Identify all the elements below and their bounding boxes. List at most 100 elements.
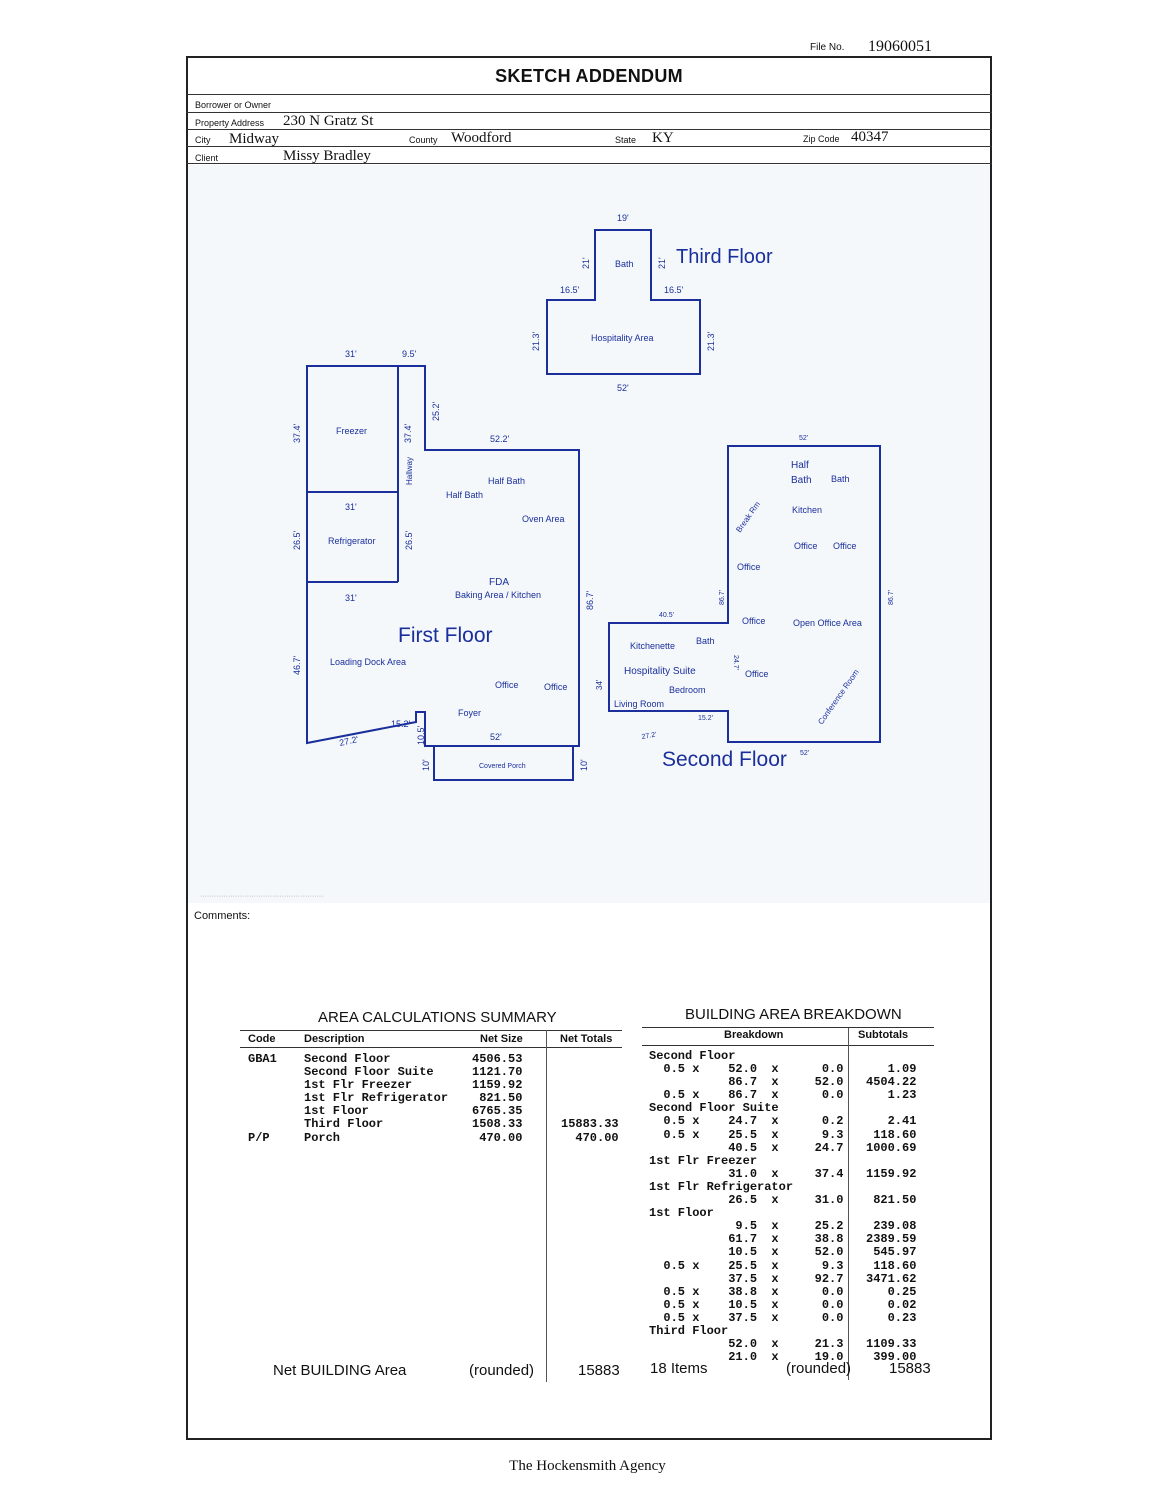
svg-text:Baking Area / Kitchen: Baking Area / Kitchen <box>455 590 541 600</box>
property-address-value: 230 N Gratz St <box>283 113 374 129</box>
divider <box>186 163 992 164</box>
svg-text:Bath: Bath <box>615 259 634 269</box>
col-subtotals-header: Subtotals <box>858 1029 909 1041</box>
svg-text:Oven Area: Oven Area <box>522 514 565 524</box>
svg-text:Office: Office <box>737 562 760 572</box>
divider <box>240 1047 622 1048</box>
svg-text:Covered Porch: Covered Porch <box>479 763 526 770</box>
svg-text:Office: Office <box>745 669 768 679</box>
svg-text:86.7': 86.7' <box>585 590 595 610</box>
svg-text:Open Office Area: Open Office Area <box>793 618 862 628</box>
svg-text:26.5': 26.5' <box>404 530 414 550</box>
svg-text:Living Room: Living Room <box>614 699 664 709</box>
svg-text:15.2': 15.2' <box>698 715 713 722</box>
state-value: KY <box>652 130 674 146</box>
svg-text:Kitchenette: Kitchenette <box>630 641 675 651</box>
divider <box>186 129 992 130</box>
svg-text:Bedroom: Bedroom <box>669 685 706 695</box>
svg-text:Office: Office <box>833 541 856 551</box>
svg-text:10.5': 10.5' <box>416 725 426 745</box>
svg-text:Refrigerator: Refrigerator <box>328 536 376 546</box>
svg-text:Loading Dock Area: Loading Dock Area <box>330 657 406 667</box>
net-building-area-value: 15883 <box>578 1362 620 1379</box>
svg-text:52': 52' <box>617 383 629 393</box>
borrower-label: Borrower or Owner <box>195 100 272 110</box>
page-title: SKETCH ADDENDUM <box>495 66 683 86</box>
svg-text:37.4': 37.4' <box>403 423 413 443</box>
area-net-totals: 15883.33 470.00 <box>561 1117 619 1145</box>
svg-text:16.5': 16.5' <box>560 285 580 295</box>
file-number-value: 19060051 <box>868 38 932 55</box>
svg-text:Half Bath: Half Bath <box>446 490 483 500</box>
floor-plan-sketch: Third Floor 19' 21' 21' 16.5' 16.5' 21.3… <box>200 213 895 900</box>
area-descriptions: Second Floor Second Floor Suite 1st Flr … <box>304 1052 449 1145</box>
client-value: Missy Bradley <box>283 148 371 164</box>
svg-text:Hallway: Hallway <box>405 457 414 485</box>
city-value: Midway <box>229 131 279 147</box>
svg-text:Office: Office <box>794 541 817 551</box>
file-number-label: File No. <box>810 42 845 53</box>
divider <box>546 1030 547 1382</box>
svg-text:27.2': 27.2' <box>641 731 657 740</box>
svg-text:Hospitality Area: Hospitality Area <box>591 333 654 343</box>
svg-text:46.7': 46.7' <box>292 655 302 675</box>
svg-text:25.2': 25.2' <box>431 401 441 421</box>
breakdown-rounded-label: (rounded) <box>786 1360 852 1377</box>
breakdown-lines: Second Floor 0.5 x 52.0 x 0.0 86.7 x 52.… <box>649 1049 844 1365</box>
svg-text:21.3': 21.3' <box>706 331 716 351</box>
svg-text:Bath: Bath <box>831 474 850 484</box>
county-value: Woodford <box>451 130 512 146</box>
svg-text:34': 34' <box>595 679 604 690</box>
second-floor-title: Second Floor <box>662 748 787 771</box>
divider <box>186 94 992 95</box>
zip-label: Zip Code <box>803 134 840 144</box>
svg-text:Foyer: Foyer <box>458 708 481 718</box>
svg-text:Kitchen: Kitchen <box>792 505 822 515</box>
covered-porch-outline <box>433 745 574 781</box>
net-building-area-label: Net BUILDING Area <box>273 1362 407 1379</box>
svg-text:19': 19' <box>617 213 629 223</box>
svg-text:31': 31' <box>345 502 357 512</box>
svg-text:Half: Half <box>791 460 809 471</box>
col-netsize-header: Net Size <box>480 1033 523 1045</box>
svg-text:86.7': 86.7' <box>888 590 895 605</box>
net-building-rounded-label: (rounded) <box>469 1362 535 1379</box>
svg-text:Half Bath: Half Bath <box>488 476 525 486</box>
breakdown-title: BUILDING AREA BREAKDOWN <box>685 1006 902 1023</box>
svg-text:52': 52' <box>800 750 809 757</box>
area-codes: GBA1 P/P <box>248 1052 277 1145</box>
svg-text:Office: Office <box>495 680 518 690</box>
col-description-header: Description <box>304 1033 365 1045</box>
third-floor-title: Third Floor <box>676 246 773 268</box>
svg-text:40.5': 40.5' <box>659 612 674 619</box>
area-net-sizes: 4506.53 1121.70 1159.92 821.50 6765.35 1… <box>472 1052 523 1145</box>
svg-text:31': 31' <box>345 593 357 603</box>
svg-text:Freezer: Freezer <box>336 426 367 436</box>
svg-text:24.7': 24.7' <box>732 655 739 670</box>
col-nettotals-header: Net Totals <box>560 1033 613 1045</box>
svg-text:86.7': 86.7' <box>719 590 726 605</box>
svg-text:37.4': 37.4' <box>292 423 302 443</box>
svg-text:21': 21' <box>581 257 591 269</box>
client-label: Client <box>195 153 219 163</box>
svg-text:21.3': 21.3' <box>531 331 541 351</box>
form-frame <box>186 56 992 1440</box>
state-label: State <box>615 135 637 145</box>
svg-text:Break Rm: Break Rm <box>734 500 762 535</box>
svg-text:FDA: FDA <box>489 577 509 588</box>
svg-text:21': 21' <box>657 257 667 269</box>
divider <box>186 112 992 113</box>
divider <box>642 1045 934 1046</box>
first-floor-title: First Floor <box>398 624 493 647</box>
divider <box>186 146 992 147</box>
svg-text:Hospitality Suite: Hospitality Suite <box>624 666 696 677</box>
svg-text:Office: Office <box>742 616 765 626</box>
svg-text:10': 10' <box>421 759 431 771</box>
svg-text:52': 52' <box>490 732 502 742</box>
svg-text:10': 10' <box>579 759 589 771</box>
svg-text:31': 31' <box>345 349 357 359</box>
property-address-label: Property Address <box>195 118 265 128</box>
agency-footer: The Hockensmith Agency <box>509 1458 666 1474</box>
col-breakdown-header: Breakdown <box>724 1029 784 1041</box>
svg-text:9.5': 9.5' <box>402 349 417 359</box>
